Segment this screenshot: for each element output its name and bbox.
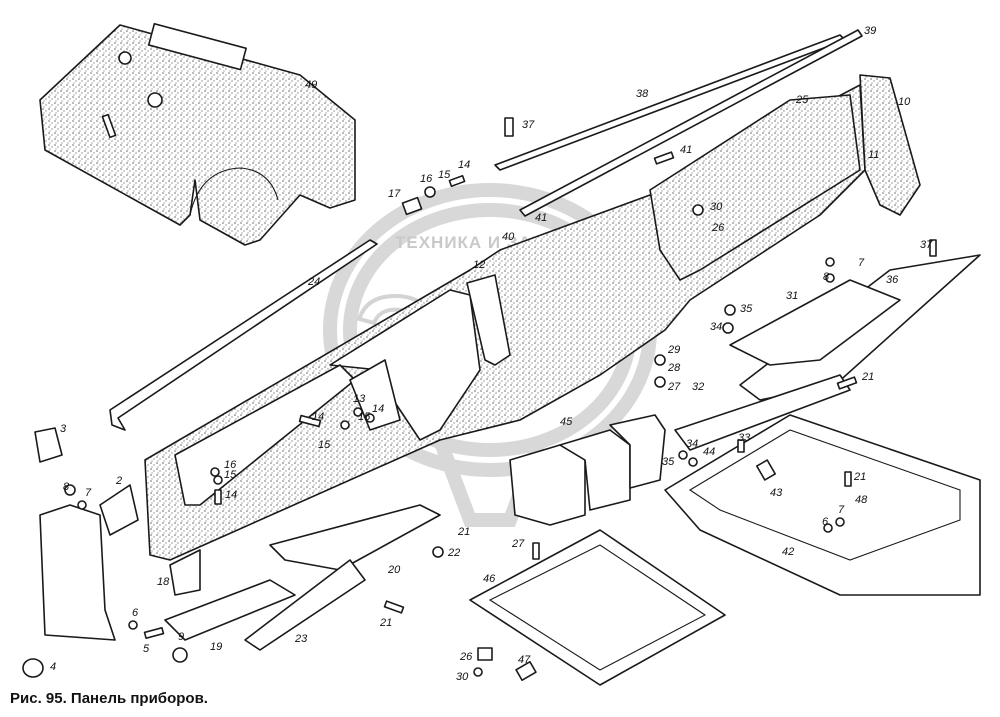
part-25-upper-cover	[649, 94, 861, 281]
callout-17: 17	[388, 188, 401, 200]
callout-38: 38	[636, 88, 649, 100]
callout-3: 3	[60, 423, 67, 435]
callout-41b: 41	[535, 212, 547, 224]
callout-37: 37	[522, 119, 535, 131]
part-42-large-tray	[664, 414, 981, 596]
callout-15c: 15	[358, 411, 371, 423]
callout-33: 33	[738, 432, 751, 444]
callout-42: 42	[782, 546, 794, 558]
callout-22: 22	[447, 547, 460, 559]
callout-19: 19	[210, 641, 222, 653]
callout-20: 20	[387, 564, 401, 576]
callout-13: 13	[353, 393, 366, 405]
callout-35: 35	[740, 303, 753, 315]
callout-16b: 16	[224, 459, 237, 471]
callout-18: 18	[157, 576, 170, 588]
callout-9: 9	[178, 631, 184, 643]
part-10-side-bracket	[859, 74, 921, 216]
callout-5: 5	[143, 643, 150, 655]
callout-24: 24	[307, 276, 320, 288]
callout-29: 29	[667, 344, 680, 356]
part-31-plate	[729, 279, 901, 366]
part-18-lower-bracket	[169, 549, 201, 596]
figure-caption: Рис. 95. Панель приборов.	[10, 690, 208, 707]
callout-44: 44	[703, 446, 715, 458]
callout-21c: 21	[861, 371, 874, 383]
part-19-lower-bracket	[164, 579, 296, 641]
callout-32: 32	[692, 381, 704, 393]
callout-40: 40	[502, 231, 515, 243]
callout-14d: 14	[225, 489, 237, 501]
callout-labels: 2 3 4 5 6 6 7 7 7 8 8 9 10 11 12 13 14 1…	[50, 25, 933, 683]
callout-23: 23	[294, 633, 308, 645]
part-2-side-bracket	[99, 484, 139, 536]
part-39-trim-strip	[519, 29, 863, 217]
callout-28: 28	[667, 362, 681, 374]
callout-15b: 15	[318, 439, 331, 451]
callout-14c: 14	[372, 403, 384, 415]
callout-7c: 7	[838, 504, 845, 516]
part-32-bracket	[674, 374, 851, 451]
callout-45: 45	[560, 416, 573, 428]
callout-14b: 14	[312, 411, 324, 423]
part-45-storage-boxes	[509, 414, 666, 526]
callout-30: 30	[710, 201, 723, 213]
fasteners	[64, 117, 937, 681]
callout-26b: 26	[459, 651, 473, 663]
callout-47: 47	[518, 654, 531, 666]
callout-12: 12	[473, 259, 485, 271]
callout-10: 10	[898, 96, 911, 108]
callout-37b: 37	[920, 239, 933, 251]
callout-4: 4	[50, 661, 56, 673]
part-4-grommet	[22, 658, 44, 678]
callout-14a: 14	[458, 159, 470, 171]
callout-8b: 8	[823, 271, 830, 283]
callout-48: 48	[855, 494, 868, 506]
callout-25: 25	[795, 94, 809, 106]
callout-7b: 7	[858, 257, 865, 269]
callout-43: 43	[770, 487, 783, 499]
callout-27b: 27	[511, 538, 525, 550]
callout-11: 11	[868, 149, 879, 161]
callout-36: 36	[886, 274, 899, 286]
part-23-lower-bracket	[244, 559, 366, 651]
callout-39: 39	[864, 25, 876, 37]
callout-49: 49	[305, 79, 317, 91]
callout-46: 46	[483, 573, 496, 585]
callout-21b: 21	[379, 617, 392, 629]
part-46-tray-frame	[469, 529, 726, 686]
callout-8: 8	[63, 481, 70, 493]
callout-16a: 16	[420, 173, 433, 185]
part-24-trim-strip	[109, 239, 378, 431]
callout-6: 6	[132, 607, 139, 619]
callout-35b: 35	[662, 456, 675, 468]
callout-41: 41	[680, 144, 692, 156]
callout-31: 31	[786, 290, 798, 302]
part-left-side-panel	[39, 504, 116, 641]
callout-21a: 21	[457, 526, 470, 538]
part-49-steering-column-cover	[39, 22, 356, 246]
callout-15d: 15	[224, 469, 237, 481]
callout-27: 27	[667, 381, 681, 393]
part-20-lower-bracket	[269, 504, 441, 571]
callout-15a: 15	[438, 169, 451, 181]
callout-6b: 6	[822, 516, 829, 528]
callout-30b: 30	[456, 671, 469, 683]
callout-26: 26	[711, 222, 725, 234]
callout-21d: 21	[853, 471, 866, 483]
callout-34: 34	[710, 321, 722, 333]
callout-34b: 34	[686, 438, 698, 450]
part-3-clip	[34, 427, 63, 463]
callout-7: 7	[85, 487, 92, 499]
callout-2: 2	[115, 475, 122, 487]
